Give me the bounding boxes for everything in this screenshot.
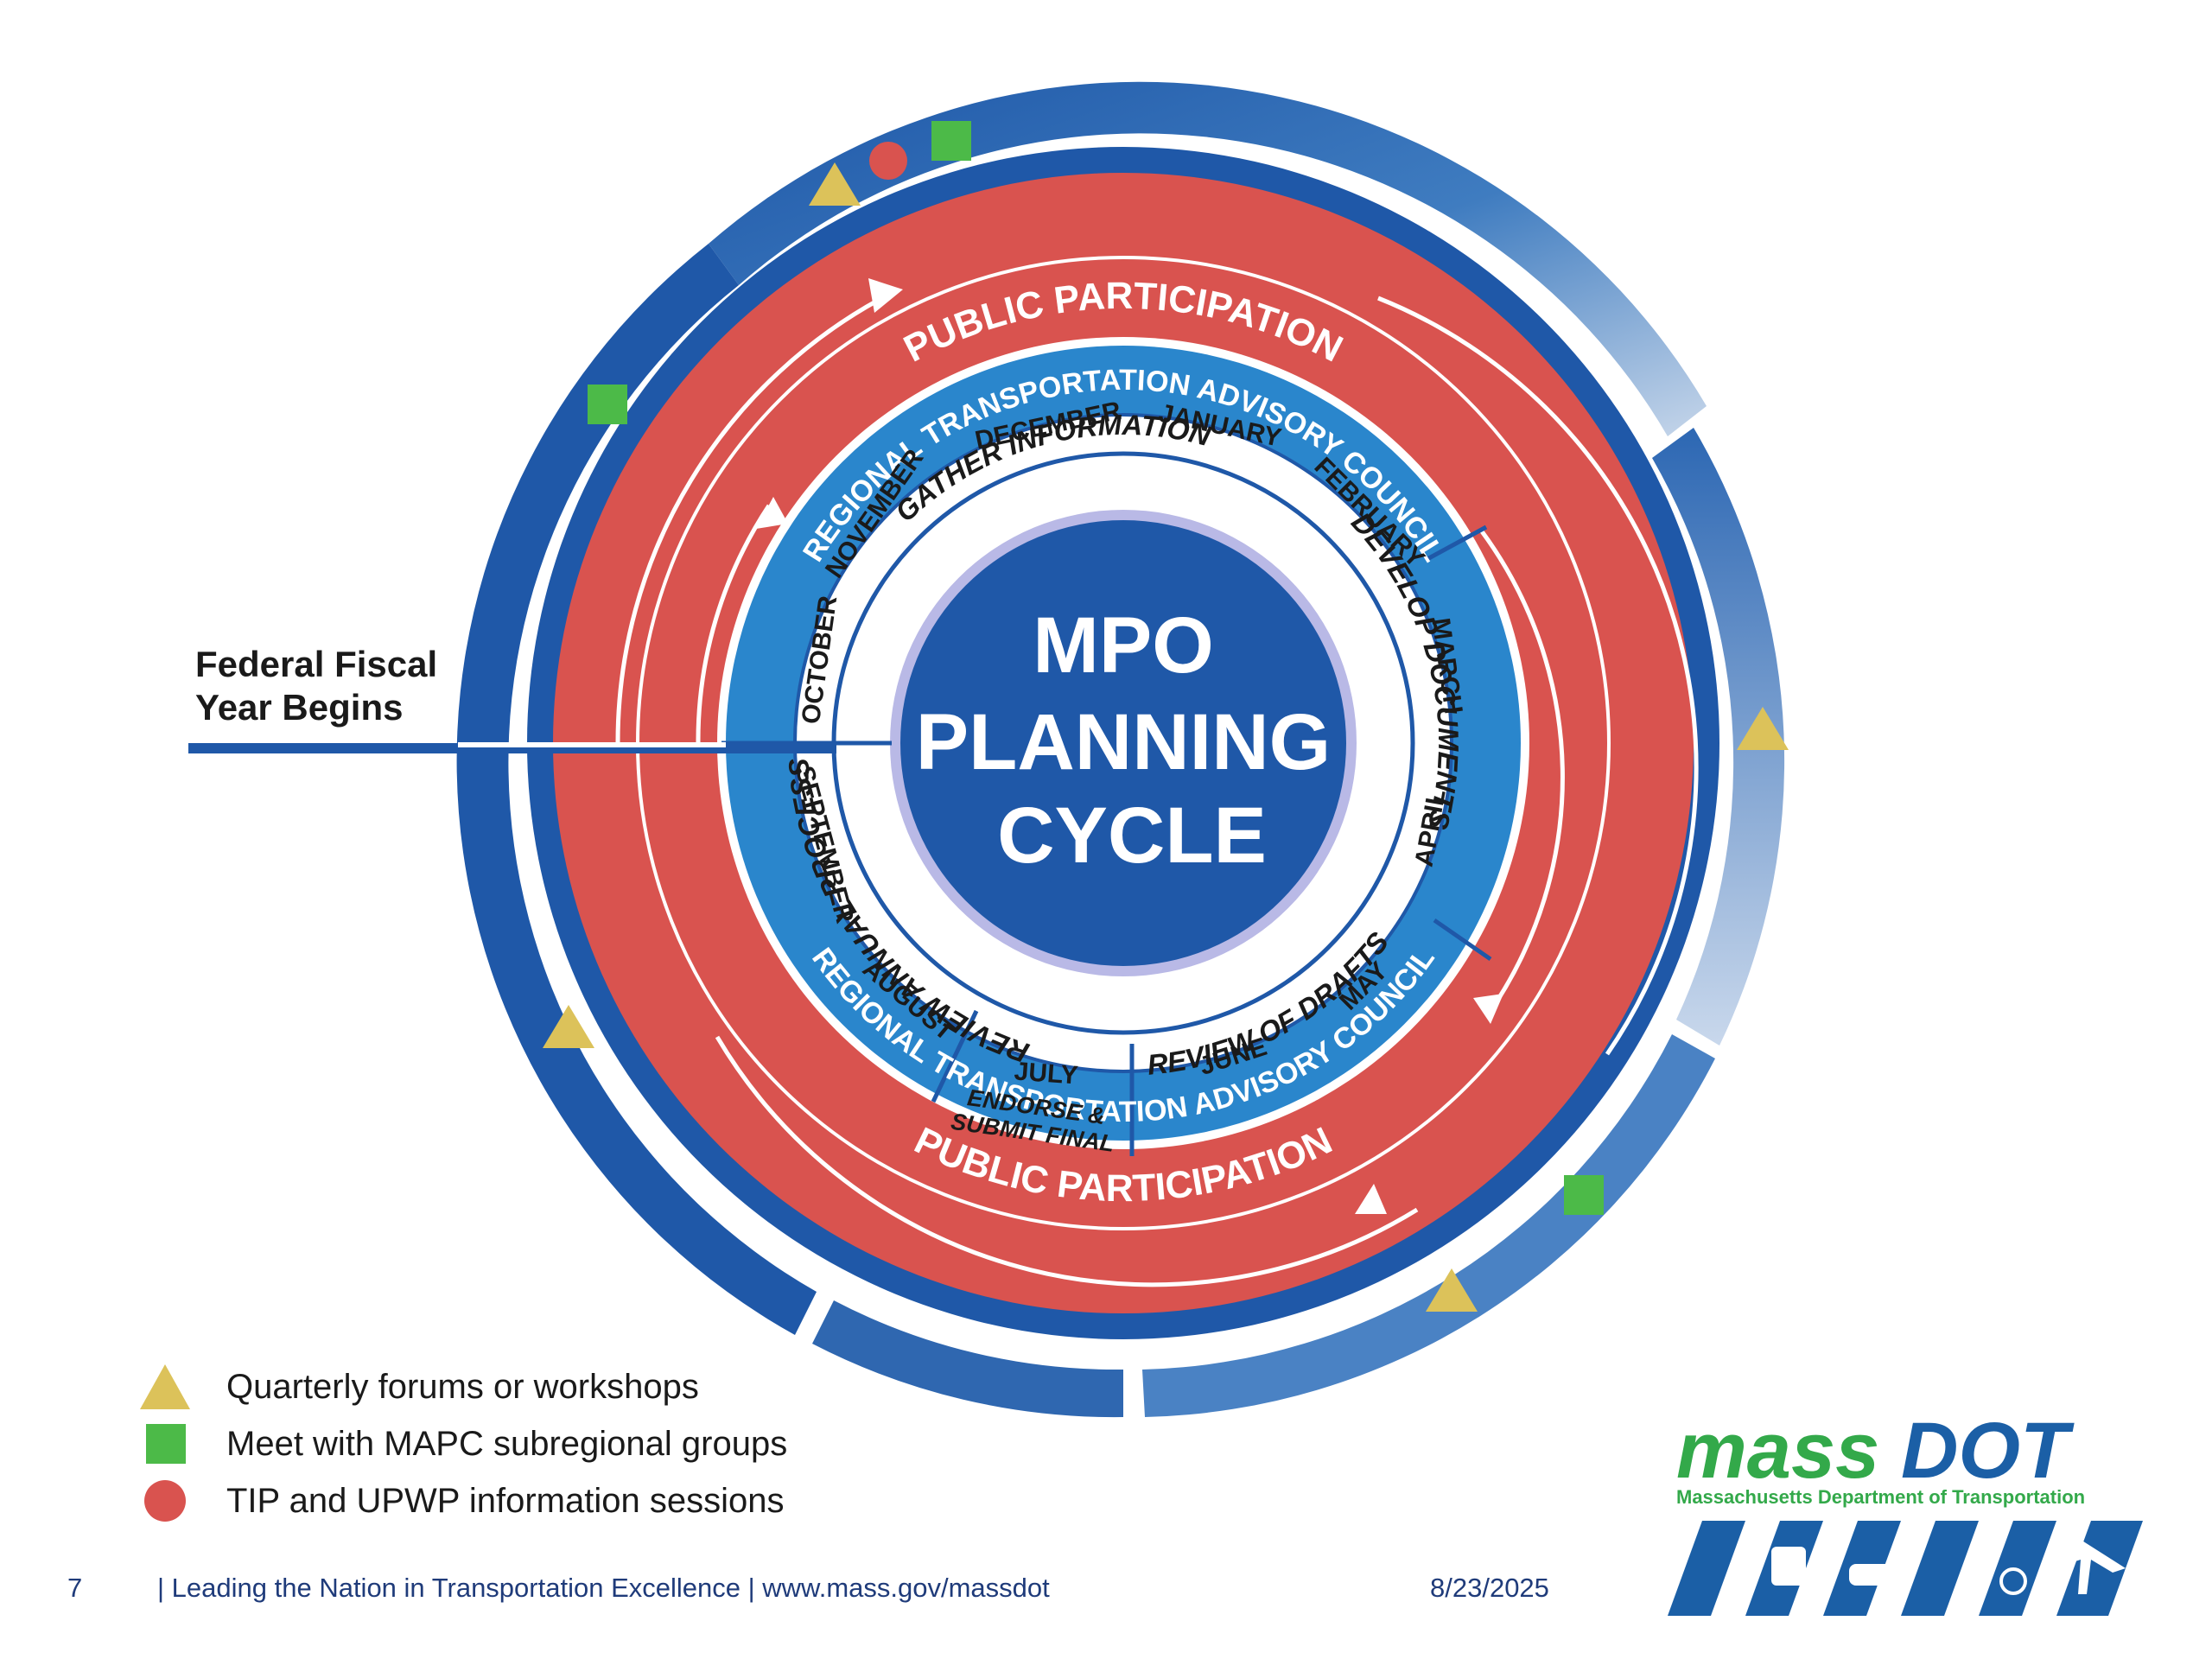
svg-text:PLANNING: PLANNING <box>916 698 1331 786</box>
month-july: JULY <box>1014 1057 1079 1090</box>
legend-item-mapc: Meet with MAPC subregional groups <box>138 1415 787 1472</box>
legend-item-forums: Quarterly forums or workshops <box>138 1358 787 1415</box>
center-title: MPO PLANNING CYCLE <box>916 601 1331 880</box>
outer-segmented-band <box>456 81 1785 1418</box>
square-marker <box>588 385 627 424</box>
circle-marker <box>869 142 907 180</box>
svg-text:CYCLE: CYCLE <box>997 791 1267 880</box>
triangle-marker <box>809 162 861 206</box>
slide-footer: 7 | Leading the Nation in Transportation… <box>0 1573 2212 1611</box>
square-marker <box>931 121 971 161</box>
cycle-arrows <box>615 291 1699 1287</box>
fiscal-year-label: Federal Fiscal Year Begins <box>195 644 438 728</box>
page-number: 7 <box>67 1573 83 1603</box>
svg-text:DOT: DOT <box>1901 1408 2075 1495</box>
svg-text:MPO: MPO <box>1033 601 1214 690</box>
legend-item-tip-upwp: TIP and UPWP information sessions <box>138 1472 787 1529</box>
square-marker <box>1564 1175 1604 1215</box>
event-markers <box>543 121 1789 1312</box>
circle-icon <box>138 1477 192 1525</box>
triangle-marker <box>543 1005 594 1048</box>
square-icon <box>138 1420 192 1468</box>
footer-tagline: | Leading the Nation in Transportation E… <box>157 1573 1050 1603</box>
triangle-marker <box>1737 707 1789 750</box>
arrow-heads <box>756 278 1503 1214</box>
center-disc <box>900 520 1346 966</box>
svg-text:Massachusetts Department of Tr: Massachusetts Department of Transportati… <box>1676 1486 2085 1508</box>
footer-date: 8/23/2025 <box>1430 1573 1549 1603</box>
legend: Quarterly forums or workshops Meet with … <box>138 1358 787 1529</box>
massdot-logo: mass DOT Massachusetts Department of Tra… <box>1668 1408 2143 1616</box>
triangle-marker <box>1426 1268 1478 1312</box>
svg-text:mass: mass <box>1676 1408 1879 1495</box>
triangle-icon <box>138 1363 192 1411</box>
logo-transport-icons <box>1668 1521 2143 1616</box>
